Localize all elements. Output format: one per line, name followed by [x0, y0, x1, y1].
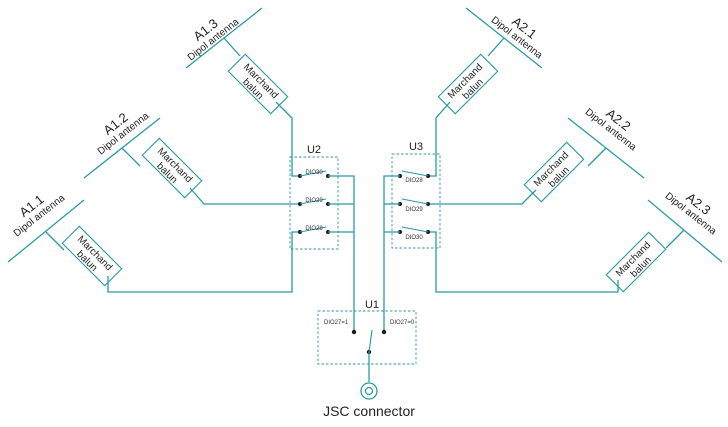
pin-label: DIO28 — [305, 226, 323, 232]
wire-a2-2 — [428, 189, 537, 205]
pin-label: DIO28 — [405, 178, 423, 184]
connector-inner-icon — [364, 386, 374, 396]
antenna-a2-1: Marchand balun A2.1 Dipol antenna — [428, 7, 545, 177]
pin-label: DIO27=1 — [324, 320, 349, 326]
switch-u1-label: U1 — [365, 299, 379, 311]
pin-label: DIO30 — [305, 170, 323, 176]
feed-line — [665, 229, 685, 249]
switch-u3-box — [391, 153, 441, 249]
switch-u3-label: U3 — [409, 141, 423, 153]
switch-u2-label: U2 — [307, 144, 321, 156]
jsc-connector: JSC connector — [323, 382, 415, 419]
balun-a1-2: Marchand balun — [141, 137, 203, 199]
dipole-element — [647, 199, 723, 263]
antenna-a2-2: Marchand balun A2.2 Dipol antenna — [428, 106, 645, 205]
switch-u2-box — [289, 156, 339, 250]
wire-a1-3 — [275, 101, 300, 177]
wire-a2-3 — [428, 231, 619, 293]
wire-a1-2 — [189, 187, 300, 205]
antenna-a2-3: Marchand balun A2.3 Dipol antenna — [428, 190, 723, 293]
pin-label: DIO29 — [305, 198, 323, 204]
switch-u1: U1 DIO27=1 DIO27=0 — [317, 299, 417, 382]
pin-label: DIO30 — [405, 235, 423, 241]
antenna-a1-2: Marchand balun A1.2 Dipol antenna — [83, 110, 300, 205]
feed-line — [587, 147, 607, 167]
wire-a2-1 — [428, 101, 451, 177]
wire-a1-1 — [107, 231, 300, 293]
feed-line — [45, 231, 65, 251]
connector-label: JSC connector — [323, 403, 415, 419]
switch-u2: U2 DIO30 DIO29 DIO28 — [289, 144, 355, 330]
feed-line — [487, 37, 505, 57]
balun-a2-3: Marchand balun — [605, 231, 667, 293]
antenna-a1-1: Marchand balun A1.1 Dipol antenna — [7, 192, 300, 293]
switch-u3: U3 DIO28 DIO29 DIO30 — [383, 141, 441, 330]
feed-line — [223, 37, 241, 57]
pin-label: DIO27=0 — [390, 320, 415, 326]
pin-label: DIO29 — [405, 207, 423, 213]
dipole-element — [7, 199, 85, 263]
feed-line — [121, 147, 141, 167]
antenna-a1-3: Marchand balun A1.3 Dipol antenna — [185, 7, 300, 177]
switch-u1-box — [317, 310, 417, 365]
balun-a1-1: Marchand balun — [61, 225, 123, 287]
